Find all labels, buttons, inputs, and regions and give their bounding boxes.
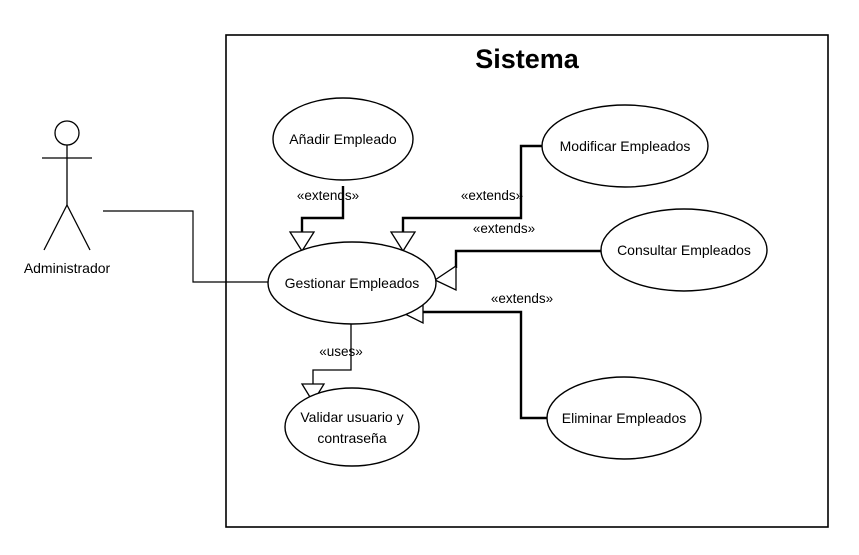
extends-line-eliminar — [422, 310, 547, 420]
uses-line-validar — [312, 322, 352, 384]
use-case-validar-label-line2: contraseña — [317, 430, 386, 446]
use-case-modificar-label: Modificar Empleados — [560, 138, 691, 154]
actor-head — [54, 120, 80, 146]
use-case-eliminar[interactable]: Eliminar Empleados — [546, 376, 702, 460]
use-case-consultar-shape — [600, 208, 768, 292]
stereotype-extends-anadir: «extends» — [297, 188, 359, 203]
use-case-gestionar-shape — [267, 241, 437, 325]
extends-line-consultar — [454, 249, 603, 268]
use-case-modificar-shape — [541, 104, 709, 188]
use-case-anadir-label: Añadir Empleado — [289, 131, 397, 147]
use-case-validar[interactable]: Validar usuario y contraseña — [284, 387, 420, 467]
use-case-anadir-shape — [272, 97, 414, 181]
actor-right-leg — [66, 204, 91, 251]
use-case-eliminar-shape — [546, 376, 702, 460]
arrowhead-consultar — [433, 264, 457, 292]
use-case-validar-label-line1: Validar usuario y — [300, 409, 403, 425]
actor-left-leg — [43, 204, 68, 251]
use-case-gestionar-label: Gestionar Empleados — [285, 275, 420, 291]
use-case-consultar-label: Consultar Empleados — [617, 242, 751, 258]
use-case-gestionar[interactable]: Gestionar Empleados — [267, 241, 437, 325]
association-line — [103, 210, 270, 283]
use-case-consultar[interactable]: Consultar Empleados — [600, 208, 768, 292]
actor-administrador — [42, 120, 92, 251]
arrowhead-anadir — [288, 231, 316, 253]
actor-label: Administrador — [24, 260, 111, 276]
arrowhead-modificar — [389, 231, 417, 253]
stereotype-extends-eliminar: «extends» — [491, 291, 553, 306]
extends-line-modificar — [401, 144, 542, 232]
stereotype-extends-modificar: «extends» — [461, 188, 523, 203]
use-case-eliminar-label: Eliminar Empleados — [562, 410, 687, 426]
use-case-validar-shape — [284, 387, 420, 467]
use-case-anadir[interactable]: Añadir Empleado — [272, 97, 414, 181]
extends-line-anadir — [300, 186, 345, 232]
use-case-modificar[interactable]: Modificar Empleados — [541, 104, 709, 188]
stereotype-extends-consultar: «extends» — [473, 221, 535, 236]
stereotype-uses-validar: «uses» — [319, 344, 363, 359]
system-title: Sistema — [475, 44, 580, 74]
system-boundary — [225, 34, 829, 528]
